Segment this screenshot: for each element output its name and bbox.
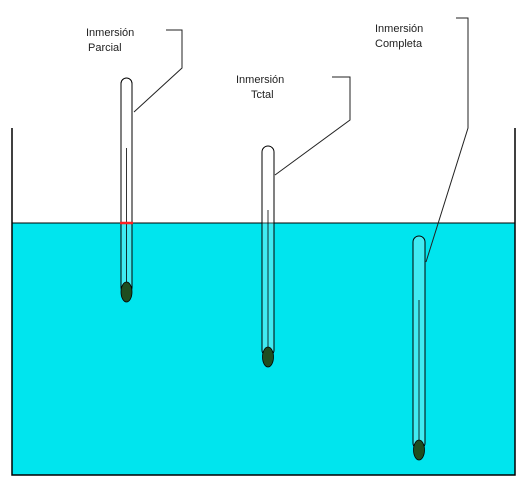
label-partial-line1: Inmersión (86, 27, 135, 39)
thermometer-complete-immersion (412, 235, 426, 461)
leader-line-total (274, 76, 351, 176)
bulb-complete (413, 439, 425, 461)
leader-line-complete (425, 17, 469, 263)
label-complete-line1: Inmersión (375, 23, 424, 35)
label-total-immersion: Inmersión Tctal (236, 73, 284, 103)
label-partial-line2: Parcial (88, 42, 122, 54)
label-total-line1: Inmersión (236, 74, 285, 86)
bulb-total (262, 346, 274, 368)
leader-line-partial (133, 29, 183, 113)
container-vessel (11, 128, 516, 476)
thermometer-total-immersion (261, 145, 275, 368)
bulb-partial (120, 281, 133, 303)
label-total-line2: Tctal (251, 89, 274, 101)
label-complete-immersion: Inmersión Completa (375, 22, 423, 52)
label-complete-line2: Completa (375, 38, 423, 50)
label-partial-immersion: Inmersión Parcial (86, 26, 134, 56)
thermometer-partial-immersion (120, 77, 133, 303)
liquid-fill (12, 223, 515, 475)
